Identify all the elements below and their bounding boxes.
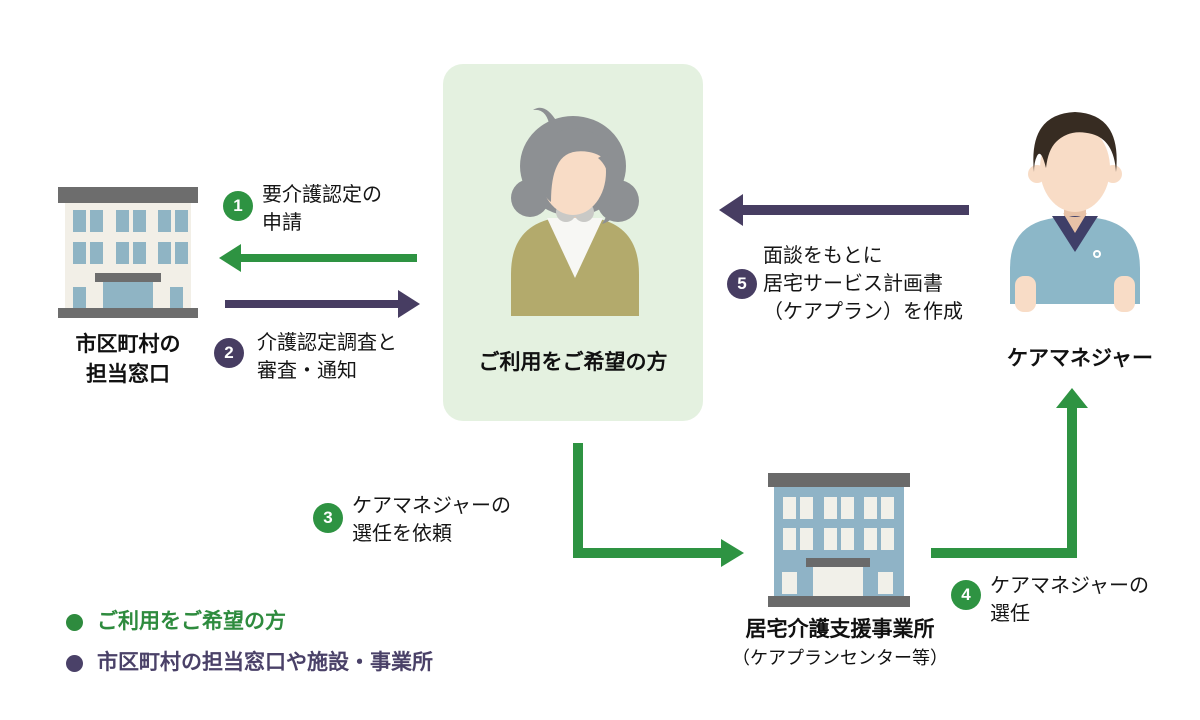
step-5-line1: 面談をもとに [763, 245, 883, 267]
legend-green-dot-icon [66, 613, 83, 631]
building-roof [58, 187, 198, 203]
municipal-office-label-line1: 市区町村の [75, 333, 181, 356]
legend-item-user: ご利用をご希望の方 [66, 609, 433, 635]
support-office-icon [768, 473, 910, 607]
step-3-text: ケアマネジャーの 選任を依頼 [352, 492, 511, 548]
care-manager-icon [1010, 112, 1140, 312]
building-windows [73, 210, 188, 308]
arrow-step4-shaft-horizontal [931, 548, 1077, 558]
building-windows [782, 497, 894, 596]
step-1-badge: 1 [223, 191, 253, 221]
arrow-step2-shaft [225, 300, 400, 308]
step-2-badge: 2 [214, 338, 244, 368]
arrow-step4-head [1056, 388, 1088, 408]
building-base [768, 596, 910, 607]
legend-item-offices: 市区町村の担当窓口や施設・事業所 [66, 650, 433, 676]
arrow-step2-head [398, 290, 420, 318]
arrow-step4-shaft-vertical [1067, 407, 1077, 558]
step-4-badge: 4 [951, 580, 981, 610]
step-4-text: ケアマネジャーの 選任 [990, 572, 1149, 628]
building-roof [768, 473, 910, 487]
arrow-step5-shaft [741, 205, 969, 215]
legend-item-user-label: ご利用をご希望の方 [97, 610, 286, 633]
municipal-office-label-line2: 担当窓口 [86, 363, 170, 386]
care-manager-label: ケアマネジャー [1007, 347, 1153, 370]
municipal-office-icon [58, 187, 198, 318]
step-4-line2: 選任 [990, 603, 1030, 625]
step-1-text: 要介護認定の 申請 [262, 181, 382, 237]
step-2-line1: 介護認定調査と [257, 332, 397, 354]
step-2-text: 介護認定調査と 審査・通知 [257, 329, 397, 385]
step-5-line3: （ケアプラン）を作成 [763, 301, 963, 323]
building-base [58, 308, 198, 318]
legend-purple-dot-icon [66, 654, 83, 672]
step-5-text: 面談をもとに 居宅サービス計画書 （ケアプラン）を作成 [763, 242, 963, 326]
building-canopy [806, 558, 870, 567]
arrow-step5-head [719, 194, 743, 226]
arrow-step3-shaft-vertical [573, 443, 583, 555]
step-3-line2: 選任を依頼 [352, 523, 452, 545]
arrow-step1-head [219, 244, 241, 272]
service-user-box: ご利用をご希望の方 [443, 64, 703, 421]
arrow-step1-shaft [239, 254, 417, 262]
step-2-line2: 審査・通知 [257, 360, 357, 382]
municipal-office-label: 市区町村の 担当窓口 [43, 330, 213, 390]
step-3-line1: ケアマネジャーの [352, 495, 511, 517]
arrow-step3-shaft-horizontal [573, 548, 723, 558]
support-office-label-main: 居宅介護支援事業所 [745, 618, 935, 641]
support-office-label-sub: （ケアプランセンター等） [732, 648, 948, 668]
step-4-line1: ケアマネジャーの [990, 575, 1149, 597]
step-1-line1: 要介護認定の [262, 184, 382, 206]
service-user-label: ご利用をご希望の方 [478, 351, 668, 374]
elderly-person-icon [511, 107, 639, 316]
legend: ご利用をご希望の方 市区町村の担当窓口や施設・事業所 [66, 609, 433, 691]
step-5-badge: 5 [727, 269, 757, 299]
legend-item-offices-label: 市区町村の担当窓口や施設・事業所 [97, 651, 433, 674]
support-office-label: 居宅介護支援事業所 （ケアプランセンター等） [700, 615, 980, 671]
arrow-step3-head [721, 539, 744, 567]
building-canopy [95, 273, 161, 282]
step-1-line2: 申請 [262, 212, 302, 234]
step-3-badge: 3 [313, 503, 343, 533]
step-5-line2: 居宅サービス計画書 [763, 273, 943, 295]
